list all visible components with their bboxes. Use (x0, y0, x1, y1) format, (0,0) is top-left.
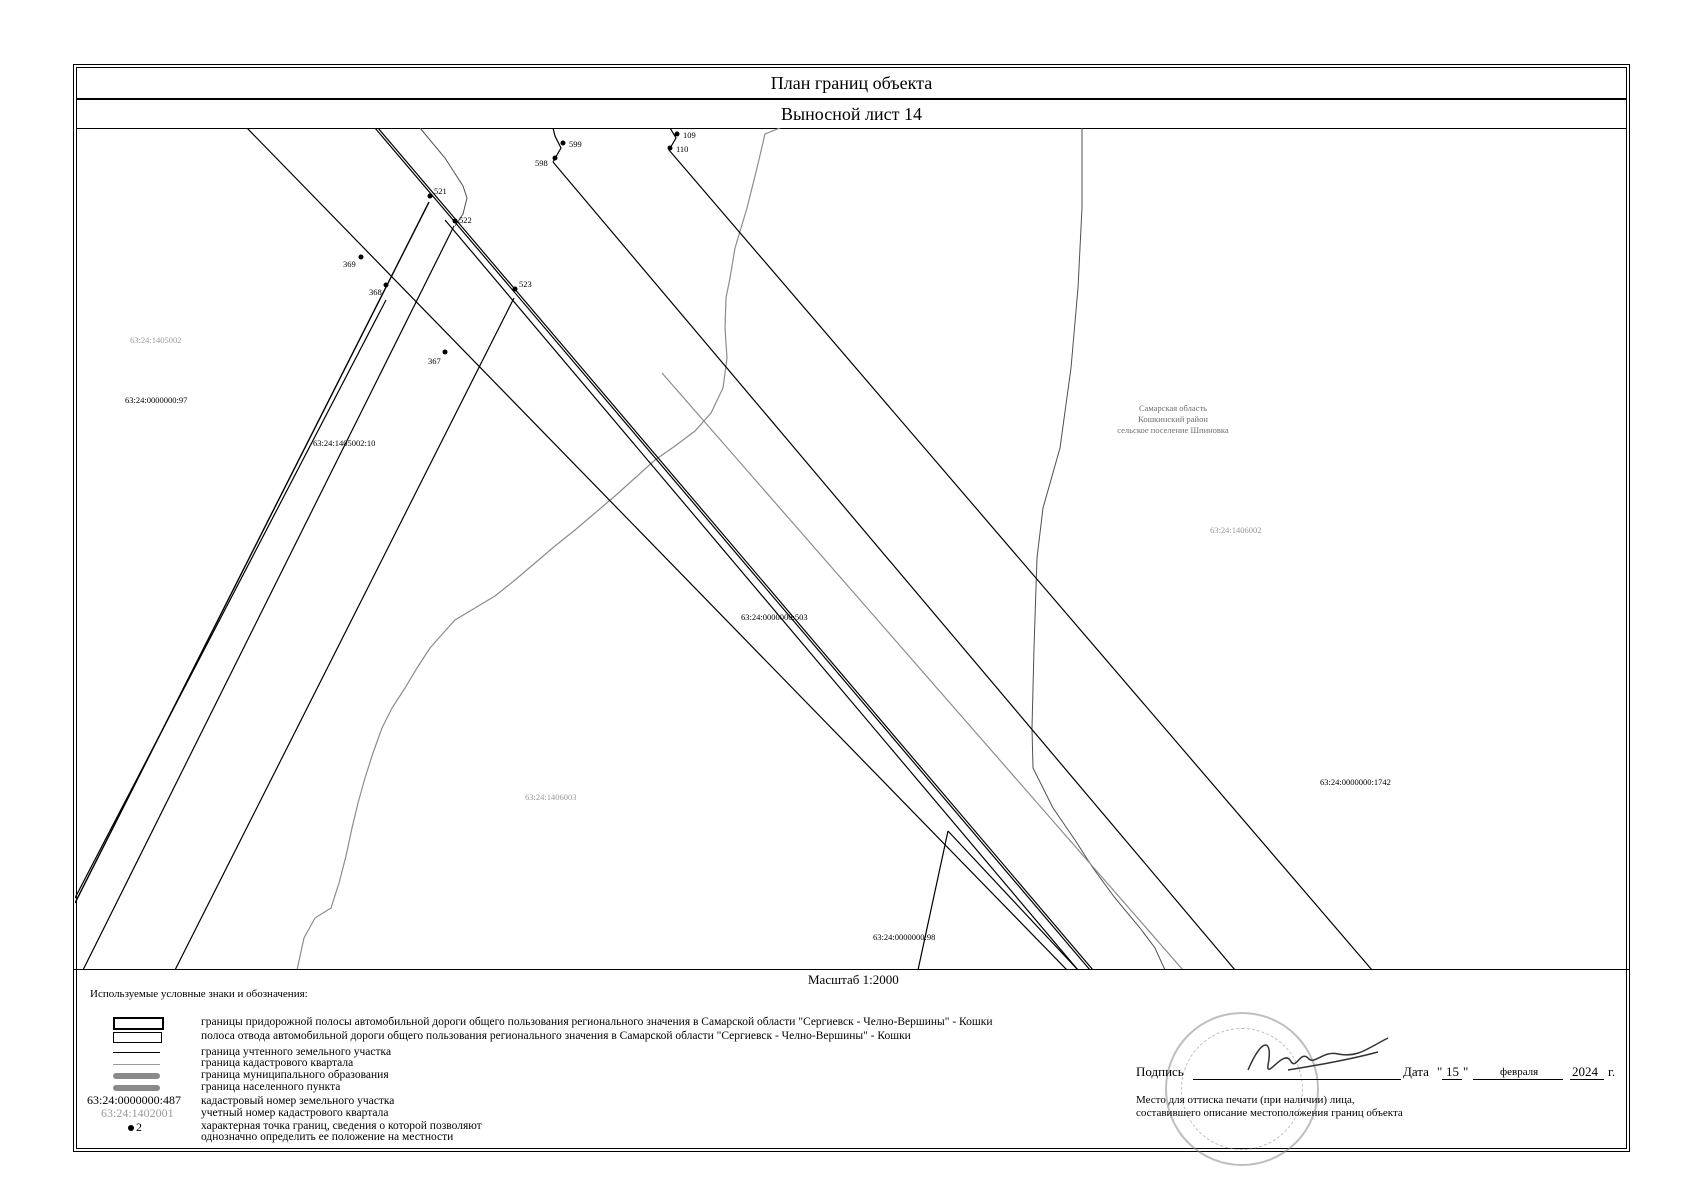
parcel-boundary-line (552, 128, 562, 163)
boundary-point-label: 110 (676, 144, 688, 154)
seal-stamp (1165, 1012, 1319, 1166)
date-year-suffix: г. (1608, 1064, 1616, 1079)
date-label: Дата (1403, 1064, 1429, 1079)
date-close-quote: " (1463, 1064, 1469, 1079)
cadastral-map: 109 110 599 598 521 522 369 368 523 367 63:24:000… (75, 128, 1391, 970)
parcel-boundary-line (668, 149, 1373, 970)
parcel-label: 63:24:0000000:98 (873, 932, 935, 942)
signature-label: Подпись (1136, 1064, 1184, 1079)
settlement-label: Самарская область (1139, 403, 1207, 413)
boundary-point-marker (667, 145, 673, 151)
boundary-point-marker (358, 254, 364, 260)
legend-item-parcel-boundary: граница учтенного земельного участка (201, 1046, 392, 1058)
legend-item-quarter-boundary: граница кадастрового квартала (201, 1057, 354, 1069)
boundary-point-marker (427, 193, 433, 199)
legend-item-settlement-boundary: граница населенного пункта (201, 1081, 341, 1093)
quarter-boundary-line (1031, 128, 1166, 970)
map-bottom-border (73, 969, 1630, 970)
road-roadside-strip-symbol (113, 1017, 164, 1030)
legend-item-municipal-boundary: граница муниципального образования (201, 1069, 389, 1081)
parcel-boundary-line (552, 161, 1236, 970)
boundary-point-label: 599 (569, 139, 582, 149)
point-marker-icon (128, 1125, 134, 1132)
quarter-boundary-line (419, 128, 468, 227)
parcel-boundary-line (246, 128, 1068, 970)
stamp-note-line1: Место для оттиска печати (при наличии) л… (1136, 1094, 1355, 1106)
legend-item-quarter-number: учетный номер кадастрового квартала (201, 1107, 389, 1119)
quarter-label: 63:24:1406003 (525, 792, 576, 802)
sheet-title: Выносной лист 14 (77, 99, 1626, 129)
legend-item-parcel-number: кадастровый номер земельного участка (201, 1095, 395, 1107)
boundary-point-label: 521 (434, 186, 447, 196)
boundary-point-marker (552, 155, 558, 161)
legend-sample-point-number: 2 (136, 1120, 142, 1134)
quarter-label: 63:24:1405002 (130, 335, 181, 345)
parcel-boundary-line (75, 201, 430, 904)
road-right-of-way-symbol (113, 1032, 162, 1043)
parcel-label: 63:24:0000000:97 (125, 395, 187, 405)
boundary-point-label: 367 (428, 356, 441, 366)
date-month: февраля (1500, 1066, 1539, 1078)
plan-sheet-inner-frame: План границ объекта Выносной лист 14 (76, 67, 1627, 1149)
settlement-label: Кошкинский район (1138, 414, 1208, 424)
parcel-boundary-line (374, 128, 1091, 970)
date-day-line (1442, 1079, 1462, 1080)
boundary-point-label: 109 (683, 130, 696, 140)
date-year: 2024 (1572, 1064, 1598, 1079)
parcel-boundary-line (444, 219, 1079, 970)
date-year-line (1570, 1079, 1604, 1080)
plan-sheet: План границ объекта Выносной лист 14 (73, 64, 1630, 1152)
boundary-point-label: 522 (459, 215, 472, 225)
parcel-label: 63:24:0000000:503 (741, 612, 808, 622)
legend-sample-point: 2 (128, 1120, 142, 1135)
legend-sample-parcel-number: 63:24:0000000:487 (87, 1093, 182, 1107)
settlement-label: сельское поселение Шпиновка (1117, 425, 1229, 435)
boundary-point-marker (383, 282, 389, 288)
boundary-point-label: 368 (369, 287, 382, 297)
quarter-boundary-line (296, 128, 781, 970)
handwritten-signature (1247, 1037, 1389, 1071)
parcel-boundary-line (377, 128, 1094, 970)
date-open-quote: " (1437, 1064, 1443, 1079)
quarter-label: 63:24:1406002 (1210, 525, 1261, 535)
legend-item-boundary-point: характерная точка границ, сведения о кот… (201, 1120, 482, 1132)
parcel-boundary-line (75, 299, 387, 899)
legend-item-roadside-strip: границы придорожной полосы автомобильной… (201, 1016, 993, 1028)
date-day: 15 (1446, 1064, 1459, 1079)
boundary-point-label: 369 (343, 259, 356, 269)
boundary-point-marker (560, 140, 566, 146)
legend-sample-quarter-number: 63:24:1402001 (101, 1106, 174, 1120)
plan-title: План границ объекта (77, 68, 1626, 99)
legend-item-right-of-way: полоса отвода автомобильной дороги общег… (201, 1030, 911, 1042)
boundary-points: 109 110 599 598 521 522 369 368 523 367 (343, 130, 696, 366)
date-month-line (1473, 1079, 1563, 1080)
parcel-boundary-symbol (113, 1052, 160, 1053)
parcel-boundary-line (917, 830, 949, 970)
signature-line (1193, 1079, 1401, 1080)
boundary-point-label: 598 (535, 158, 548, 168)
legend-title: Используемые условные знаки и обозначени… (90, 988, 308, 1000)
boundary-point-marker (674, 131, 680, 137)
legend-item-boundary-point-2: однозначно определить ее положение на ме… (201, 1131, 454, 1143)
settlement-boundary-symbol (113, 1085, 160, 1091)
quarter-boundary-line (661, 372, 1184, 970)
boundary-point-marker (512, 286, 518, 292)
parcel-boundary-line (174, 297, 515, 970)
boundary-point-marker (452, 218, 458, 224)
parcel-boundary-line (82, 225, 455, 970)
parcel-label: 63:24:1405002:10 (313, 438, 375, 448)
boundary-point-label: 523 (519, 279, 532, 289)
parcel-label: 63:24:0000000:1742 (1320, 777, 1391, 787)
municipal-boundary-symbol (113, 1073, 160, 1079)
scale-label: Масштаб 1:2000 (808, 972, 899, 987)
boundary-point-marker (442, 349, 448, 355)
quarter-boundary-symbol (113, 1064, 160, 1065)
parcel-boundary-line (947, 830, 1079, 970)
stamp-note-line2: составившего описание местоположения гра… (1136, 1107, 1403, 1119)
